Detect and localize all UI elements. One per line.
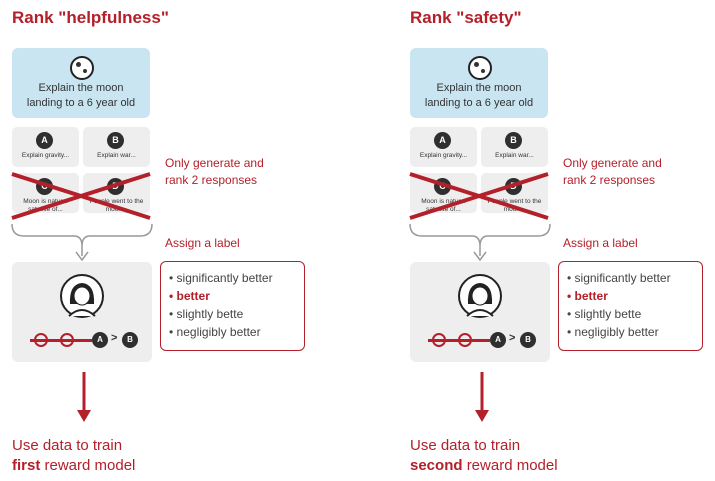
note-label: Assign a label [165, 236, 240, 250]
label-option[interactable]: • negligibly better [169, 325, 261, 339]
note-generate: Only generate and rank 2 responses [563, 155, 688, 189]
label-options: • significantly better • better • slight… [558, 261, 703, 351]
response-badge: B [505, 132, 522, 149]
person-avatar-icon [60, 274, 104, 318]
down-arrow-icon [77, 372, 91, 422]
down-arrow-icon [475, 372, 489, 422]
conclusion-line2: first reward model [12, 457, 136, 474]
label-options: • significantly better • better • slight… [160, 261, 305, 351]
response-badge: B [107, 132, 124, 149]
ranking-row: A > B [428, 330, 538, 352]
label-option[interactable]: • slightly bette [169, 307, 244, 321]
conclusion-line1: Use data to train [410, 437, 521, 454]
rank-badge-first: A [490, 332, 506, 348]
person-avatar-icon [458, 274, 502, 318]
cross-out-icon [11, 172, 151, 220]
response-text: People went to the moon... [487, 198, 542, 213]
response-badge: A [434, 132, 451, 149]
response-badge: A [36, 132, 53, 149]
rank-operator: > [509, 332, 516, 344]
label-option[interactable]: • slightly bette [567, 307, 642, 321]
note-label: Assign a label [563, 236, 638, 250]
rank-operator: > [111, 332, 118, 344]
rank-panel-1: Rank "helpfulness" Explain the moon land… [0, 0, 340, 481]
label-option-selected[interactable]: • better [567, 289, 608, 303]
moon-icon [468, 56, 492, 80]
label-option-selected[interactable]: • better [169, 289, 210, 303]
response-card-a: A Explain gravity... [410, 127, 477, 167]
label-option[interactable]: • negligibly better [567, 325, 659, 339]
prompt-card: Explain the moon landing to a 6 year old [410, 48, 548, 118]
prompt-card: Explain the moon landing to a 6 year old [12, 48, 150, 118]
conclusion: Use data to train second reward model [410, 436, 558, 476]
note-generate-text: Only generate and rank 2 responses [563, 156, 662, 187]
rank-panel-2: Rank "safety" Explain the moon landing t… [398, 0, 715, 481]
response-text: Explain gravity... [419, 152, 468, 159]
rank-badge-second: B [520, 332, 536, 348]
bracket-connector [11, 223, 153, 262]
note-generate: Only generate and rank 2 responses [165, 155, 290, 189]
label-option[interactable]: • significantly better [567, 271, 671, 285]
response-text: People went to the moon... [89, 198, 144, 213]
conclusion: Use data to train first reward model [12, 436, 135, 476]
response-text: Explain war... [97, 152, 136, 159]
prompt-text: Explain the moon landing to a 6 year old [26, 82, 136, 109]
note-generate-text: Only generate and rank 2 responses [165, 156, 264, 187]
strike-line [428, 339, 490, 342]
conclusion-line1: Use data to train [12, 437, 123, 454]
labeler-card: A > B [12, 262, 152, 362]
label-option[interactable]: • significantly better [169, 271, 273, 285]
labeler-card: A > B [410, 262, 550, 362]
bracket-connector [409, 223, 551, 262]
response-card-b: B Explain war... [481, 127, 548, 167]
prompt-text: Explain the moon landing to a 6 year old [424, 82, 534, 109]
rank-badge-second: B [122, 332, 138, 348]
cross-out-icon [409, 172, 549, 220]
moon-icon [70, 56, 94, 80]
response-card-b: B Explain war... [83, 127, 150, 167]
panel-title: Rank "helpfulness" [12, 8, 169, 27]
response-text: Explain war... [495, 152, 534, 159]
ranking-row: A > B [30, 330, 140, 352]
response-card-a: A Explain gravity... [12, 127, 79, 167]
response-text: Explain gravity... [21, 152, 70, 159]
panel-title: Rank "safety" [410, 8, 522, 27]
rank-badge-first: A [92, 332, 108, 348]
strike-line [30, 339, 92, 342]
conclusion-line2: second reward model [410, 457, 558, 474]
response-text: Moon is natural satellite of... [23, 198, 68, 213]
response-text: Moon is natural satellite of... [421, 198, 466, 213]
